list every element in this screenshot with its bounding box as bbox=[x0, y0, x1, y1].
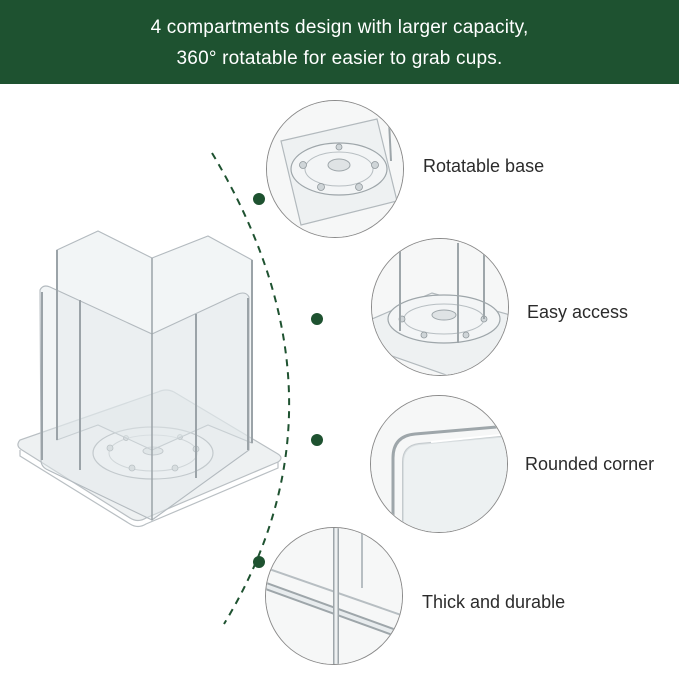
feature-label-thick-durable: Thick and durable bbox=[422, 592, 566, 612]
rounded-corner-closeup-icon bbox=[371, 396, 507, 532]
open-compartment-closeup-icon bbox=[372, 239, 508, 375]
rotating-base-closeup-icon bbox=[267, 101, 403, 237]
arc-dot-1 bbox=[253, 193, 265, 205]
detail-thick-durable bbox=[265, 527, 403, 665]
banner-line-1: 4 compartments design with larger capaci… bbox=[150, 17, 529, 38]
compartment-dividers bbox=[39, 230, 253, 522]
feature-label-rounded-corner: Rounded corner bbox=[525, 454, 655, 474]
header-banner: 4 compartments design with larger capaci… bbox=[0, 0, 679, 84]
detail-rounded-corner bbox=[370, 395, 508, 533]
banner-line-2: 360° rotatable for easier to grab cups. bbox=[176, 48, 503, 69]
arc-dot-3 bbox=[311, 434, 323, 446]
arc-dot-2 bbox=[311, 313, 323, 325]
detail-rotatable-base bbox=[266, 100, 404, 238]
feature-label-rotatable-base: Rotatable base bbox=[423, 156, 545, 176]
arc-dot-4 bbox=[253, 556, 265, 568]
thick-panel-closeup-icon bbox=[266, 528, 402, 664]
feature-label-easy-access: Easy access bbox=[527, 302, 629, 322]
detail-easy-access bbox=[371, 238, 509, 376]
product-illustration bbox=[17, 152, 323, 625]
